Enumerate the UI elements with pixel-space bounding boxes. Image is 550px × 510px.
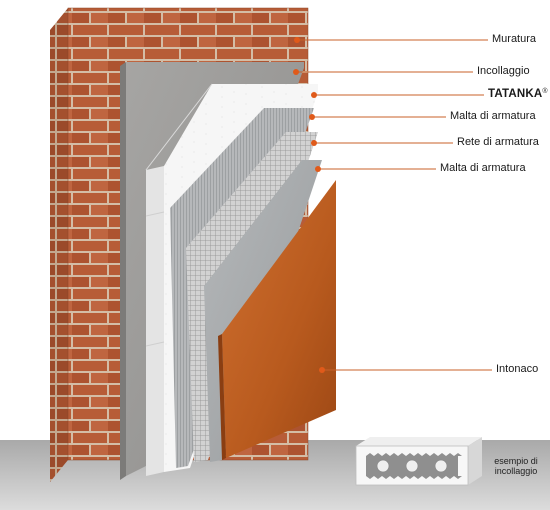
label-tatanka-text: TATANKA	[488, 88, 543, 100]
bonding-example-inset	[355, 437, 482, 486]
inset-caption-line-2: incollaggio	[494, 466, 538, 476]
registered-mark: ®	[542, 88, 548, 95]
inset-caption-line-1: esempio di	[494, 456, 538, 466]
brick-wall-side	[50, 8, 68, 482]
label-rete-di-armatura: Rete di armatura	[457, 136, 539, 148]
insulation-panel-edge	[146, 166, 164, 476]
callout-dots	[293, 37, 325, 373]
label-intonaco: Intonaco	[496, 363, 539, 375]
callout-lines	[296, 39, 492, 371]
finish-plaster-layer	[222, 180, 336, 458]
label-tatanka: TATANKA®	[488, 88, 548, 100]
label-malta-di-armatura-1: Malta di armatura	[450, 110, 536, 122]
label-incollaggio: Incollaggio	[477, 65, 530, 77]
label-malta-di-armatura-2: Malta di armatura	[440, 162, 526, 174]
label-muratura: Muratura	[492, 33, 537, 45]
inset-caption: esempio di incollaggio	[486, 456, 546, 476]
